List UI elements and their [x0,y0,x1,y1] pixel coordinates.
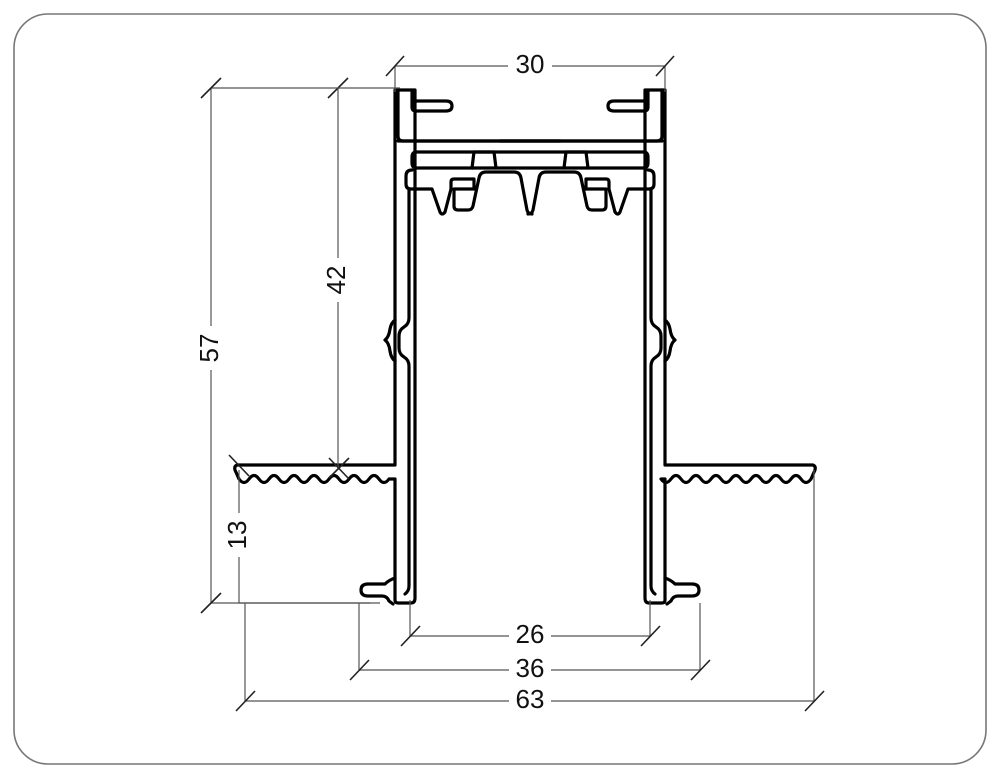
wing-tick-left-inner [328,457,350,480]
dim-label-57: 57 [194,334,224,363]
dimension-57: 57 [194,77,380,614]
top-hook-right-inner [606,90,650,113]
dim-tick-63-left [235,690,256,712]
wing-tick-left-outer [228,454,250,477]
upper-crossbar [410,150,650,170]
dim-label-26: 26 [516,619,545,649]
dimension-30: 30 [385,49,675,92]
dim-tick-30-right [655,55,675,77]
top-hook-right [498,88,664,143]
dimension-13: 13 [222,470,370,604]
wing-leader-ticks [228,454,350,480]
inner-clip-left [404,168,534,216]
dimension-63: 63 [235,470,825,714]
dim-tick-57-top [200,77,222,99]
crossbar-tab-left [470,150,498,170]
outer-notch-left [383,318,397,363]
top-hook-left-inner [410,90,454,113]
dim-label-30: 30 [516,49,545,79]
dimension-42: 42 [321,77,400,479]
profile-outer-body [233,88,417,605]
dim-tick-30-left [385,55,405,77]
profile-outer-body-right [643,88,817,605]
dim-tick-63-right [804,690,825,712]
sidewall-notch-right [649,188,663,596]
foot-right [663,576,701,606]
dim-label-42: 42 [321,266,351,295]
dimension-36: 36 [349,603,711,683]
rounded-border [13,13,987,765]
outer-notch-right [663,318,677,363]
foot-left [359,576,397,606]
dimension-26: 26 [400,600,661,649]
dim-tick-36-right [690,659,711,681]
dim-tick-26-right [640,625,661,647]
crossbar-tab-right [562,150,590,170]
dim-tick-36-left [349,659,370,681]
dim-label-13: 13 [222,521,252,550]
inner-clip-right [526,168,656,216]
dim-label-63: 63 [516,684,545,714]
sidewall-notch-left [397,188,411,596]
top-hook-left [396,88,562,143]
dim-tick-57-bottom [200,592,222,614]
dim-label-36: 36 [516,653,545,683]
profile-geometry [233,88,817,606]
dim-tick-26-left [400,625,421,647]
